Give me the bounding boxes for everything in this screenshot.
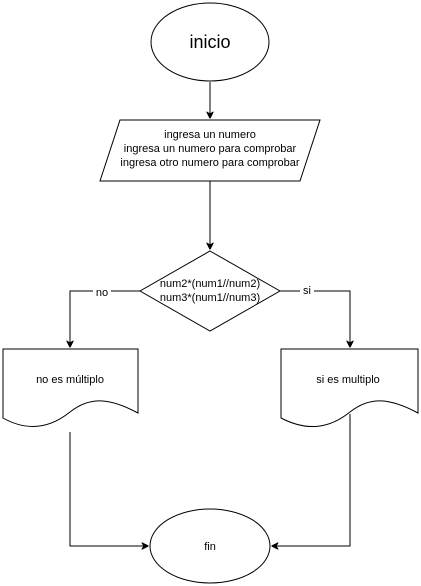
yes-result-document (280, 348, 419, 428)
start-ellipse (150, 2, 270, 82)
edge-decision-yes (280, 290, 350, 347)
no-result-document (2, 348, 139, 428)
end-node[interactable]: fin (149, 508, 271, 584)
edge-no-label: no (96, 287, 108, 299)
end-ellipse (149, 508, 271, 584)
input-parallelogram (99, 119, 321, 182)
edge-no-end (69, 432, 148, 546)
no-result-label: no es múltiplo (36, 374, 104, 386)
yes-result-node[interactable]: si es multiplo (280, 348, 419, 428)
start-label: inicio (189, 32, 230, 52)
start-node[interactable]: inicio (150, 2, 270, 82)
edge-yes-end (272, 414, 351, 546)
input-line-1: ingresa un numero (164, 129, 256, 141)
edge-yes-label: si (303, 285, 311, 297)
input-node[interactable]: ingresa un numero ingresa un numero para… (99, 119, 321, 182)
input-line-2: ingresa un numero para comprobar (124, 143, 297, 155)
no-result-node[interactable]: no es múltiplo (2, 348, 139, 428)
input-line-3: ingresa otro numero para comprobar (120, 157, 299, 169)
end-label: fin (204, 541, 216, 553)
decision-line-2: num3*(num1//num3) (160, 292, 260, 304)
yes-result-label: si es multiplo (316, 374, 380, 386)
decision-line-1: num2*(num1//num2) (160, 278, 260, 290)
edge-yes-label-bg (300, 285, 314, 297)
decision-node[interactable]: num2*(num1//num2) num3*(num1//num3) (138, 250, 282, 332)
decision-diamond (138, 250, 282, 332)
edge-no-label-bg (93, 286, 111, 298)
edge-decision-no (70, 290, 140, 347)
